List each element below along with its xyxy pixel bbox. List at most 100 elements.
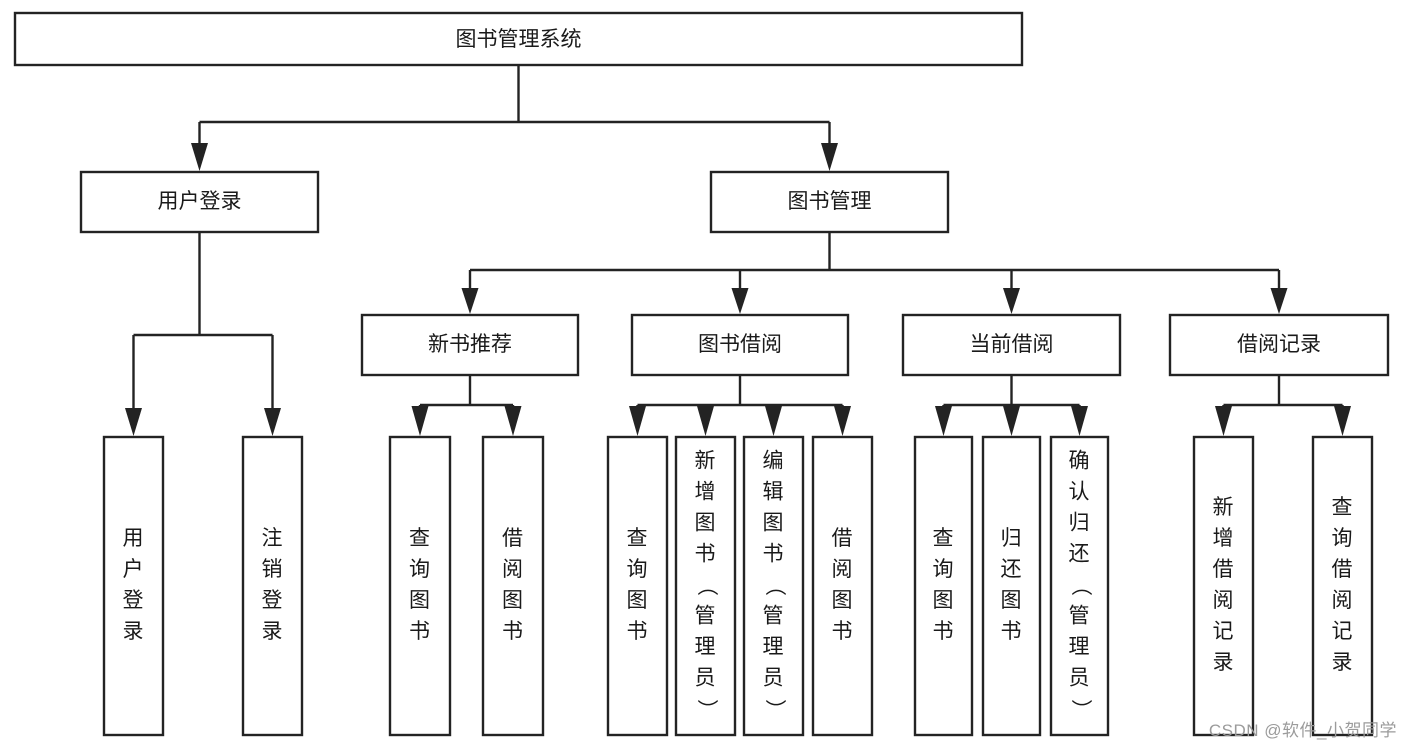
node-user-login-label: 用户登录 bbox=[158, 190, 242, 213]
node-new-book-recommend-label: 新书推荐 bbox=[428, 333, 512, 356]
leaf-glyph: 记 bbox=[1213, 620, 1235, 643]
leaf-glyph: 理 bbox=[763, 636, 785, 659]
node-current-borrow-label: 当前借阅 bbox=[970, 333, 1054, 356]
leaf-glyph: 辑 bbox=[763, 481, 785, 504]
leaf-glyph: 确 bbox=[1069, 450, 1091, 473]
leaf-glyph: 书 bbox=[502, 620, 524, 643]
connector-layer bbox=[125, 65, 1351, 436]
node-user-login-box bbox=[79, 170, 320, 234]
arrow-head-leaf-cb-3 bbox=[1071, 406, 1088, 436]
leaf-glyph: 查 bbox=[933, 527, 955, 550]
leaf-glyph: 图 bbox=[832, 589, 854, 612]
leaf-glyph: 书 bbox=[627, 620, 649, 643]
arrow-head-leaf-logout bbox=[264, 408, 281, 436]
leaf-node-box bbox=[241, 435, 304, 737]
leaf-node-box bbox=[811, 435, 874, 737]
leaf-glyph: 还 bbox=[1069, 543, 1091, 566]
node-borrow-record[interactable]: 借阅记录 bbox=[1168, 313, 1390, 377]
leaf-glyph: 录 bbox=[123, 620, 145, 643]
node-root-system[interactable]: 图书管理系统 bbox=[13, 11, 1024, 67]
leaf-glyph: 询 bbox=[409, 558, 431, 581]
leaf-glyph: ） bbox=[763, 699, 786, 721]
leaf-glyph: 增 bbox=[695, 481, 717, 504]
leaf-glyph: （ bbox=[1069, 575, 1092, 597]
arrow-head-leaf-cb-1 bbox=[935, 406, 952, 436]
arrow-head-leaf-br-1 bbox=[1215, 406, 1232, 436]
leaf-node-box bbox=[1192, 435, 1255, 737]
arrow-head-leaf-bb-2 bbox=[697, 406, 714, 436]
leaf-glyph: 还 bbox=[1001, 558, 1023, 581]
leaf-glyph: 录 bbox=[1213, 651, 1235, 674]
leaf-node-box bbox=[913, 435, 974, 737]
leaf-glyph: 员 bbox=[1069, 667, 1091, 690]
leaf-glyph: 查 bbox=[409, 527, 431, 550]
leaf-glyph: 阅 bbox=[1213, 589, 1235, 612]
leaf-glyph: 阅 bbox=[1332, 589, 1354, 612]
node-current-borrow[interactable]: 当前借阅 bbox=[901, 313, 1122, 377]
leaf-glyph: 图 bbox=[409, 589, 431, 612]
leaf-glyph: 询 bbox=[627, 558, 649, 581]
leaf-glyph: 管 bbox=[695, 605, 717, 628]
leaf-glyph: 书 bbox=[933, 620, 955, 643]
leaf-glyph: 管 bbox=[1069, 605, 1091, 628]
arrow-head-leaf-nb-2 bbox=[504, 406, 522, 436]
arrow-head-borrow-record bbox=[1270, 288, 1288, 314]
leaf-node[interactable]: 用户登录 bbox=[102, 435, 165, 737]
leaf-glyph: 户 bbox=[123, 558, 145, 581]
leaf-glyph: 图 bbox=[763, 512, 785, 535]
leaf-glyph: 借 bbox=[832, 527, 854, 550]
arrow-head-new-book bbox=[461, 288, 479, 314]
leaf-node-box bbox=[481, 435, 545, 737]
node-new-book-recommend[interactable]: 新书推荐 bbox=[360, 313, 580, 377]
arrow-head-leaf-nb-1 bbox=[411, 406, 429, 436]
node-book-borrow[interactable]: 图书借阅 bbox=[630, 313, 850, 377]
arrow-head-leaf-user-login bbox=[125, 408, 142, 436]
leaf-glyph: 管 bbox=[763, 605, 785, 628]
leaf-glyph: 询 bbox=[1332, 527, 1354, 550]
leaf-node-layer: 用户登录注销登录查询图书借阅图书查询图书新增图书（管理员）编辑图书（管理员）借阅… bbox=[102, 435, 1374, 737]
leaf-node-box bbox=[388, 435, 452, 737]
leaf-node-box bbox=[674, 435, 737, 737]
leaf-glyph: 归 bbox=[1069, 512, 1091, 535]
node-root-system-label: 图书管理系统 bbox=[456, 28, 582, 51]
node-borrow-record-box bbox=[1168, 313, 1390, 377]
leaf-glyph: 借 bbox=[1213, 558, 1235, 581]
leaf-glyph: 查 bbox=[1332, 496, 1354, 519]
node-book-management[interactable]: 图书管理 bbox=[709, 170, 950, 234]
leaf-glyph: 图 bbox=[1001, 589, 1023, 612]
arrow-head-leaf-bb-3 bbox=[765, 406, 782, 436]
node-book-management-label: 图书管理 bbox=[788, 190, 872, 213]
leaf-glyph: （ bbox=[695, 575, 718, 597]
leaf-node-label: 用户登录 bbox=[123, 527, 145, 643]
arrow-head-leaf-br-2 bbox=[1334, 406, 1351, 436]
node-root-system-box bbox=[13, 11, 1024, 67]
leaf-glyph: 录 bbox=[1332, 651, 1354, 674]
node-new-book-recommend-box bbox=[360, 313, 580, 377]
arrow-head-leaf-bb-4 bbox=[834, 406, 851, 436]
leaf-node-box bbox=[981, 435, 1042, 737]
leaf-glyph: 书 bbox=[409, 620, 431, 643]
node-book-borrow-label: 图书借阅 bbox=[698, 333, 782, 356]
node-user-login[interactable]: 用户登录 bbox=[79, 170, 320, 234]
